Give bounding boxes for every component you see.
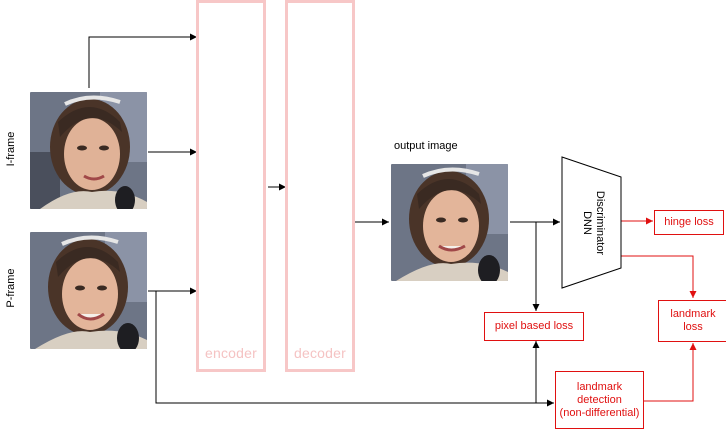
pframe-label: P-frame	[5, 268, 17, 308]
decoder-label: decoder	[294, 345, 346, 361]
iframe-label: I-frame	[5, 131, 17, 167]
decoder-block: decoder	[285, 0, 355, 372]
landmark-loss-line1: landmark	[670, 308, 716, 320]
landmark-detection-line1: landmark	[576, 380, 623, 393]
discriminator-shape	[561, 156, 622, 289]
hinge-loss-box: hinge loss	[654, 210, 724, 235]
pframe-bottom-line	[155, 291, 554, 407]
discriminator-label: Discriminator DNN	[576, 183, 606, 263]
landmark-detection-box: landmark detection (non-differential)	[555, 371, 644, 429]
encoder-block: encoder	[196, 0, 266, 372]
pixel-loss-box: pixel based loss	[484, 312, 584, 341]
hinge-loss-label: hinge loss	[664, 216, 714, 228]
discriminator-landmark-arrow	[621, 255, 697, 298]
discriminator-label-line1: Discriminator	[594, 190, 606, 256]
iframe-image	[30, 92, 147, 209]
discriminator-label-line2: DNN	[581, 211, 593, 235]
landmark-loss-line2: loss	[683, 321, 703, 333]
pixel-loss-label: pixel based loss	[494, 320, 574, 332]
detection-landmark-arrow	[643, 343, 697, 402]
output-image-label: output image	[394, 140, 458, 152]
landmark-detection-line2: detection	[577, 393, 622, 406]
iframe-top-arrow	[88, 33, 197, 88]
encoder-label: encoder	[205, 345, 257, 361]
pframe-image	[30, 232, 147, 349]
landmark-loss-box: landmark loss	[658, 300, 726, 342]
output-image	[391, 164, 508, 281]
landmark-detection-line3: (non-differential)	[559, 406, 640, 419]
